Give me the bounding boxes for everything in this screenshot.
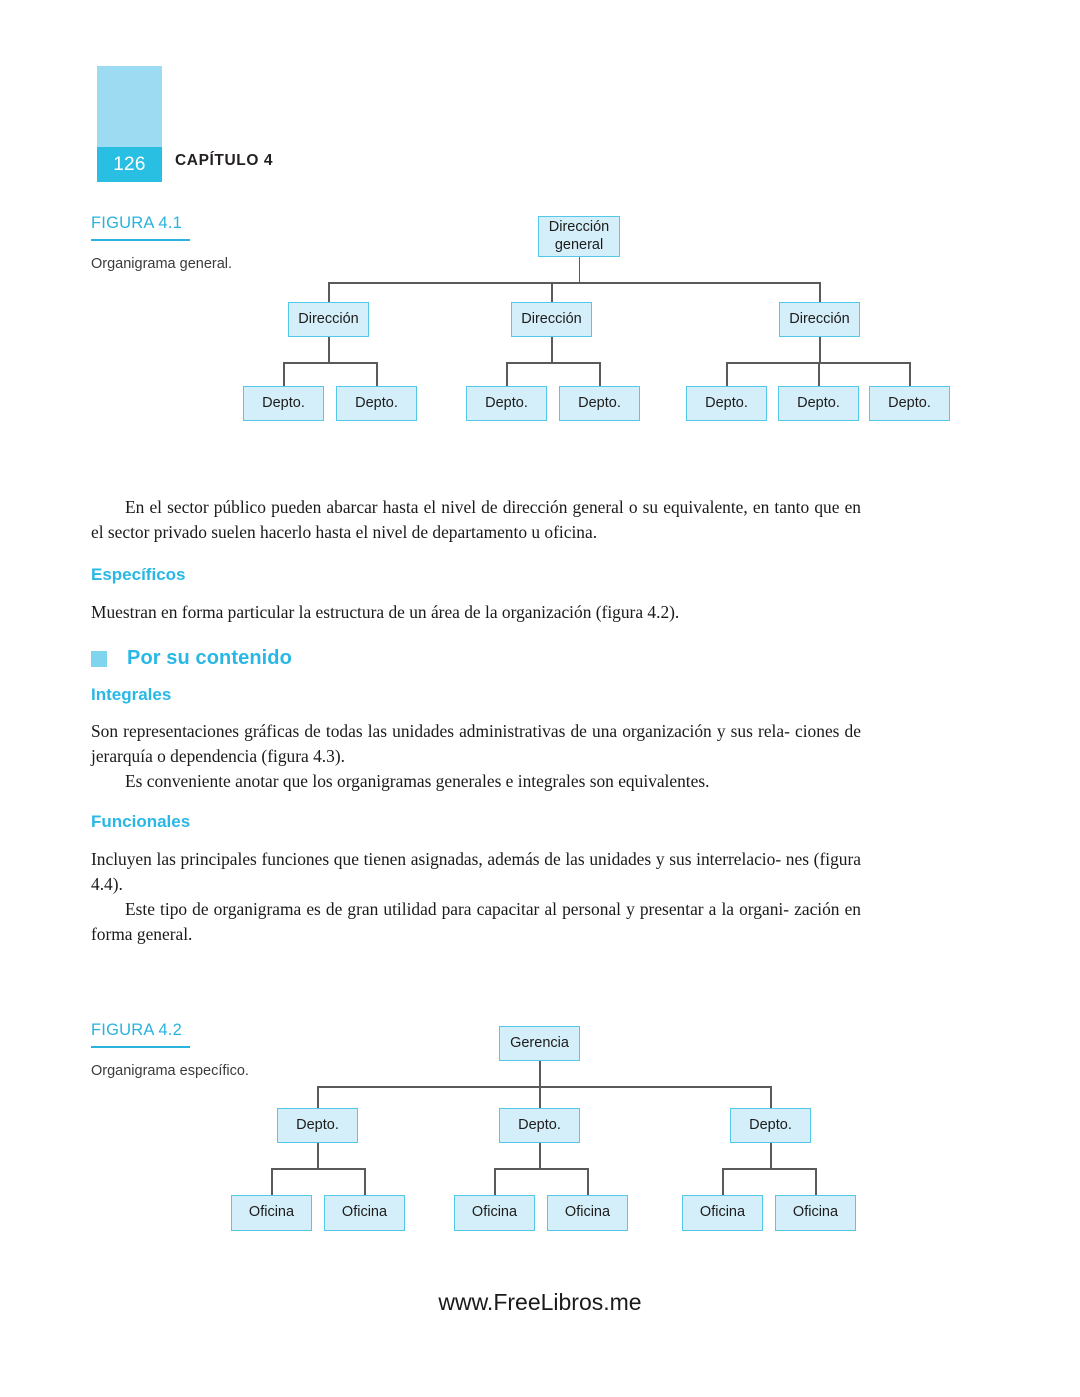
page-number: 126 xyxy=(113,154,146,175)
chapter-label: CAPÍTULO 4 xyxy=(175,152,274,169)
org2-connector-g3-child-2 xyxy=(815,1168,817,1195)
org1-connector-bus xyxy=(328,282,820,284)
org1-connector-root-drop xyxy=(578,257,580,283)
org2-connector-g2-child-1 xyxy=(494,1168,496,1195)
org2-node-oficina-3-2: Oficina xyxy=(775,1195,856,1231)
org1-connector-g1-child-2 xyxy=(376,362,378,386)
org1-connector-g3-child-3 xyxy=(909,362,911,386)
org1-node-direccion-1: Dirección xyxy=(288,302,369,337)
paragraph-line: ciones de jerarquía o dependencia (figur… xyxy=(91,721,861,766)
paragraph-line: Es conveniente anotar que los organigram… xyxy=(125,770,710,791)
figure-2-title: FIGURA 4.2 xyxy=(91,1021,182,1039)
org2-connector-g2-drop xyxy=(539,1143,541,1169)
org2-connector-g3-drop xyxy=(770,1143,772,1169)
paragraph-line: En el sector público pueden abarcar hast… xyxy=(125,497,810,517)
org2-connector-g2-bus xyxy=(494,1168,588,1170)
org1-node-depto-3-3: Depto. xyxy=(869,386,950,421)
heading-funcionales: Funcionales xyxy=(91,812,191,831)
org1-connector-g1-drop xyxy=(328,337,330,363)
header-block-bottom-swatch xyxy=(97,147,162,182)
footer-site-url: www.FreeLibros.me xyxy=(438,1289,642,1315)
paragraph-line: Este tipo de organigrama es de gran util… xyxy=(125,898,790,919)
heading-especificos: Específicos xyxy=(91,565,186,584)
page-header: 126 CAPÍTULO 4 xyxy=(97,66,497,182)
org2-connector-g1-drop xyxy=(317,1143,319,1169)
org2-node-oficina-1-2: Oficina xyxy=(324,1195,405,1231)
org2-node-oficina-3-1: Oficina xyxy=(682,1195,763,1231)
org1-connector-g3-child-1 xyxy=(726,362,728,386)
paragraph-line: Son representaciones gráficas de todas l… xyxy=(91,721,790,741)
org2-node-depto-3: Depto. xyxy=(730,1108,811,1143)
paragraph-line: Incluyen las principales funciones que t… xyxy=(91,849,782,869)
org1-connector-g2-child-1 xyxy=(506,362,508,386)
org2-connector-drop-1 xyxy=(317,1086,319,1108)
heading-integrales: Integrales xyxy=(91,685,172,704)
org2-connector-bus xyxy=(317,1086,771,1088)
header-block-top-swatch xyxy=(97,66,162,147)
org1-connector-drop-2 xyxy=(551,282,553,302)
org1-connector-drop-1 xyxy=(328,282,330,302)
org2-connector-g1-bus xyxy=(271,1168,364,1170)
org2-connector-drop-3 xyxy=(770,1086,772,1108)
paragraph-sector-publico: En el sector público pueden abarcar hast… xyxy=(91,495,861,545)
org1-node-depto-3-1: Depto. xyxy=(686,386,767,421)
figure-1-title: FIGURA 4.1 xyxy=(91,214,182,232)
org1-connector-g2-bus xyxy=(506,362,600,364)
paragraph-especificos: Muestran en forma particular la estructu… xyxy=(91,602,680,622)
figure-1-description: Organigrama general. xyxy=(91,256,233,272)
figure-2-description: Organigrama específico. xyxy=(91,1063,249,1079)
org1-node-depto-3-2: Depto. xyxy=(778,386,859,421)
org1-node-depto-1-2: Depto. xyxy=(336,386,417,421)
org1-connector-g2-drop xyxy=(551,337,553,363)
paragraph-line: zación en forma general. xyxy=(91,898,862,944)
org1-connector-g2-child-2 xyxy=(599,362,601,386)
figure-2-caption: FIGURA 4.2 Organigrama específico. xyxy=(91,1021,271,1081)
org1-connector-drop-3 xyxy=(819,282,821,302)
org2-node-depto-1: Depto. xyxy=(277,1108,358,1143)
org1-connector-g3-child-2 xyxy=(818,362,820,386)
figure-1-rule xyxy=(91,239,190,241)
heading-por-su-contenido: Por su contenido xyxy=(127,647,292,669)
org1-connector-g1-child-1 xyxy=(283,362,285,386)
paragraph-line: nes (figura 4.4). xyxy=(91,849,861,894)
page-number-block xyxy=(97,66,162,182)
org1-connector-g1-bus xyxy=(283,362,376,364)
section-bullet-icon xyxy=(91,651,107,667)
org1-node-direccion-2: Dirección xyxy=(511,302,592,337)
figure-1-caption: FIGURA 4.1 Organigrama general. xyxy=(91,214,271,274)
org2-connector-g1-child-1 xyxy=(271,1168,273,1195)
org1-connector-g3-drop xyxy=(819,337,821,363)
org2-connector-g2-child-2 xyxy=(587,1168,589,1195)
org1-node-root: Dirección general xyxy=(538,216,620,257)
org1-node-depto-2-1: Depto. xyxy=(466,386,547,421)
org2-node-root: Gerencia xyxy=(499,1026,580,1061)
paragraph-integrales: Son representaciones gráficas de todas l… xyxy=(91,719,861,794)
org2-node-oficina-2-1: Oficina xyxy=(454,1195,535,1231)
org2-connector-g3-child-1 xyxy=(722,1168,724,1195)
paragraph-line: que en el sector privado suelen hacerlo … xyxy=(91,497,861,542)
org2-node-depto-2: Depto. xyxy=(499,1108,580,1143)
org1-node-depto-1-1: Depto. xyxy=(243,386,324,421)
org2-connector-drop-2 xyxy=(539,1086,541,1108)
org1-node-direccion-3: Dirección xyxy=(779,302,860,337)
org2-node-oficina-1-1: Oficina xyxy=(231,1195,312,1231)
org1-node-depto-2-2: Depto. xyxy=(559,386,640,421)
org2-connector-root-drop xyxy=(539,1061,541,1087)
paragraph-funcionales: Incluyen las principales funciones que t… xyxy=(91,847,861,947)
org2-connector-g1-child-2 xyxy=(364,1168,366,1195)
figure-2-rule xyxy=(91,1046,190,1048)
org2-connector-g3-bus xyxy=(722,1168,816,1170)
org2-node-oficina-2-2: Oficina xyxy=(547,1195,628,1231)
